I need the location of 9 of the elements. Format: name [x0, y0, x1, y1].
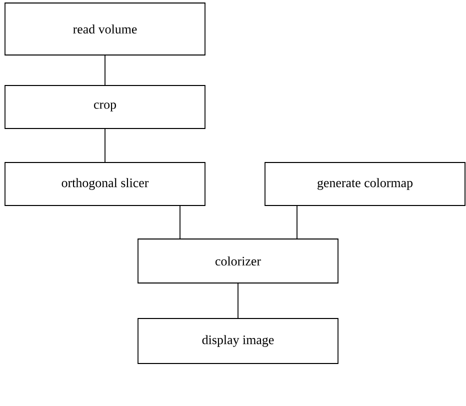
connector-line: [104, 55, 106, 86]
process-box: display image: [138, 318, 338, 364]
process-box: read volume: [4, 2, 206, 56]
process-box: crop: [4, 85, 206, 129]
connector-line: [296, 206, 298, 239]
process-box: orthogonal slicer: [4, 162, 206, 206]
connector-line: [104, 128, 106, 162]
process-box: colorizer: [138, 238, 338, 284]
process-box: generate colormap: [264, 162, 466, 206]
